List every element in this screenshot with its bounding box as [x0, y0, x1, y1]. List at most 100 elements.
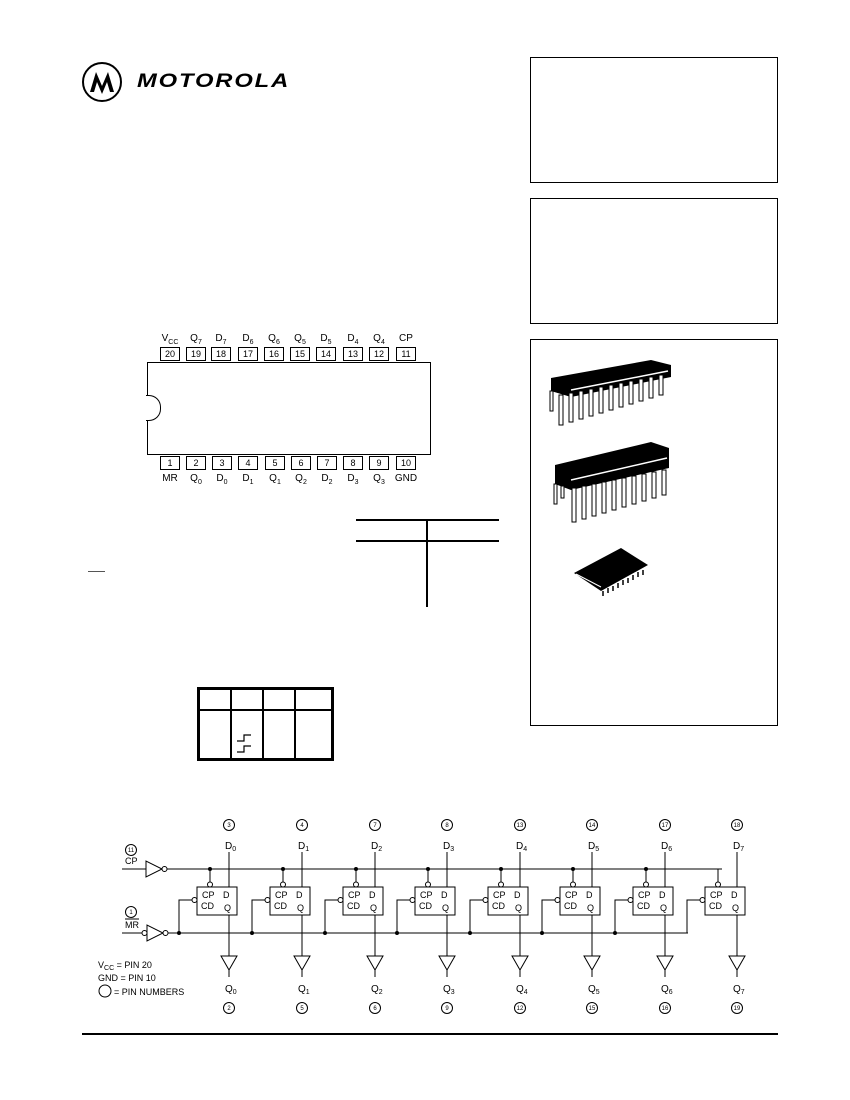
d-input-label: D3 — [443, 841, 454, 853]
pin-20: 20 — [160, 347, 180, 361]
ff-cd-label: CD — [201, 901, 214, 911]
pin-number-circle — [369, 819, 381, 831]
ff-d-label: D — [441, 890, 448, 900]
ff-cd-label: CD — [419, 901, 432, 911]
ff-d-label: D — [586, 890, 593, 900]
legend-vcc: VCC = PIN 20 — [98, 960, 152, 972]
pin-label-vcc: VCC — [161, 333, 179, 346]
brand-name: MOTOROLA — [137, 71, 291, 92]
ff-cp-label: CP — [565, 890, 578, 900]
d-input-label: D2 — [371, 841, 382, 853]
pin-15: 15 — [290, 347, 310, 361]
d-input-label: D6 — [661, 841, 672, 853]
ff-cd-label: CD — [637, 901, 650, 911]
q-output-label: Q7 — [733, 984, 745, 996]
d-pin-number: 7 — [373, 823, 377, 829]
ff-q-label: Q — [515, 903, 522, 913]
q-pin-number: 19 — [734, 1006, 741, 1012]
q-output-label: Q5 — [588, 984, 600, 996]
pin-number-circle — [659, 1002, 671, 1014]
pin-number-circle — [441, 819, 453, 831]
d-input-label: D0 — [225, 841, 236, 853]
ff-cd-label: CD — [274, 901, 287, 911]
pin-number-circle — [369, 1002, 381, 1014]
ff-d-label: D — [659, 890, 666, 900]
q-pin-number: 6 — [373, 1006, 377, 1012]
pin-label-d7: D7 — [215, 333, 227, 346]
pin-number-circle — [296, 1002, 308, 1014]
pin-number-circle — [514, 819, 526, 831]
q-pin-number: 16 — [662, 1006, 669, 1012]
pin-6: 6 — [291, 456, 311, 470]
pin-number-circle — [659, 819, 671, 831]
q-pin-number: 2 — [227, 1006, 231, 1012]
d-input-label: D7 — [733, 841, 744, 853]
pin-label-gnd: GND — [394, 473, 418, 484]
q-pin-number: 5 — [300, 1006, 304, 1012]
d-input-label: D1 — [298, 841, 309, 853]
batwing-logo-icon — [82, 62, 122, 102]
ff-cp-label: CP — [710, 890, 723, 900]
pin-13: 13 — [343, 347, 363, 361]
rising-edge-icon — [237, 734, 251, 742]
d-pin-number: 14 — [589, 823, 596, 829]
pin-label-d0: D0 — [216, 473, 228, 486]
pin-number-circle — [514, 1002, 526, 1014]
ff-cp-label: CP — [638, 890, 651, 900]
q-output-label: Q3 — [443, 984, 455, 996]
ff-q-label: Q — [587, 903, 594, 913]
chip-notch — [146, 395, 161, 421]
pin-12: 12 — [369, 347, 389, 361]
pin-label-q2: Q2 — [295, 473, 307, 486]
pin-number-circle — [223, 1002, 235, 1014]
ff-q-label: Q — [297, 903, 304, 913]
ff-d-label: D — [514, 890, 521, 900]
pin-number-circle — [586, 819, 598, 831]
ff-cp-label: CP — [202, 890, 215, 900]
q-output-label: Q1 — [298, 984, 310, 996]
pin-5: 5 — [265, 456, 285, 470]
d-input-label: D4 — [516, 841, 527, 853]
ff-q-label: Q — [442, 903, 449, 913]
pin-label-q5: Q5 — [294, 333, 306, 346]
d-pin-number: 18 — [734, 823, 741, 829]
pin-label-q1: Q1 — [269, 473, 281, 486]
pin-label-d2: D2 — [321, 473, 333, 486]
svg-text:1: 1 — [129, 910, 133, 916]
pin-8: 8 — [343, 456, 363, 470]
ff-q-label: Q — [660, 903, 667, 913]
q-output-label: Q6 — [661, 984, 673, 996]
package-box — [530, 339, 778, 726]
pin-label-d4: D4 — [347, 333, 359, 346]
ff-q-label: Q — [732, 903, 739, 913]
svg-text:11: 11 — [128, 848, 135, 854]
ff-cp-label: CP — [348, 890, 361, 900]
q-output-label: Q2 — [371, 984, 383, 996]
d-input-label: D5 — [588, 841, 599, 853]
pin-label-mr: MR — [162, 473, 178, 484]
pin-label-q3: Q3 — [373, 473, 385, 486]
mr-label: MR — [125, 920, 139, 930]
legend-circle-icon — [98, 984, 112, 998]
d-pin-number: 17 — [662, 823, 669, 829]
soic-package-icon — [574, 548, 648, 596]
info-box-2 — [530, 198, 778, 324]
legend-pin-numbers: = PIN NUMBERS — [114, 987, 184, 997]
q-pin-number: 12 — [517, 1006, 524, 1012]
q-pin-number: 9 — [445, 1006, 449, 1012]
q-pin-number: 15 — [589, 1006, 596, 1012]
q-output-label: Q4 — [516, 984, 528, 996]
plastic-dip-package-icon — [553, 442, 669, 523]
ceramic-dip-package-icon — [549, 360, 671, 426]
d-pin-number: 3 — [227, 823, 231, 829]
pin-label-d3: D3 — [347, 473, 359, 486]
ff-cp-label: CP — [420, 890, 433, 900]
pin-label-q6: Q6 — [268, 333, 280, 346]
